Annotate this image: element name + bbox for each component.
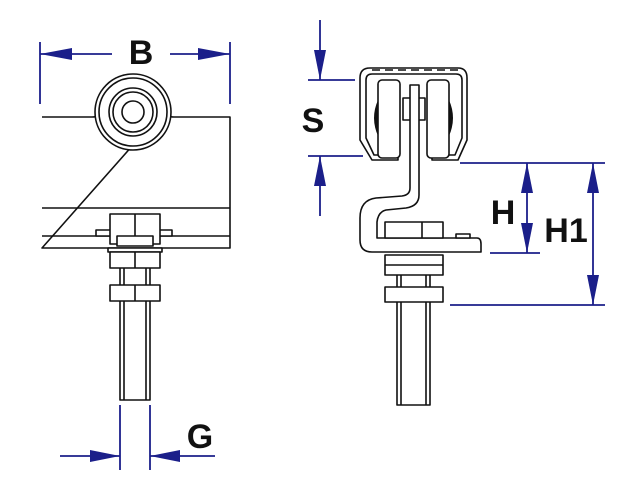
front-view (41, 73, 231, 401)
wheel-icon (94, 73, 172, 151)
dimension-h: H (460, 162, 605, 254)
dimension-label-b: B (129, 34, 154, 72)
dimension-g: G (60, 405, 215, 470)
nut-icon (384, 221, 444, 239)
dimension-label-s: S (302, 102, 325, 140)
dimension-s: S (302, 20, 363, 216)
side-view (359, 67, 482, 406)
hanger-bracket (359, 84, 482, 253)
dimension-h1: H1 (450, 163, 605, 306)
threaded-rod (119, 268, 151, 401)
dimension-label-h: H (491, 194, 516, 232)
wheel-icon (426, 79, 450, 159)
dimension-label-g: G (187, 418, 213, 456)
wheel-icon (377, 79, 401, 159)
rail-profile (359, 67, 468, 161)
dimension-label-h1: H1 (544, 212, 587, 250)
dimension-b: B (39, 34, 231, 104)
